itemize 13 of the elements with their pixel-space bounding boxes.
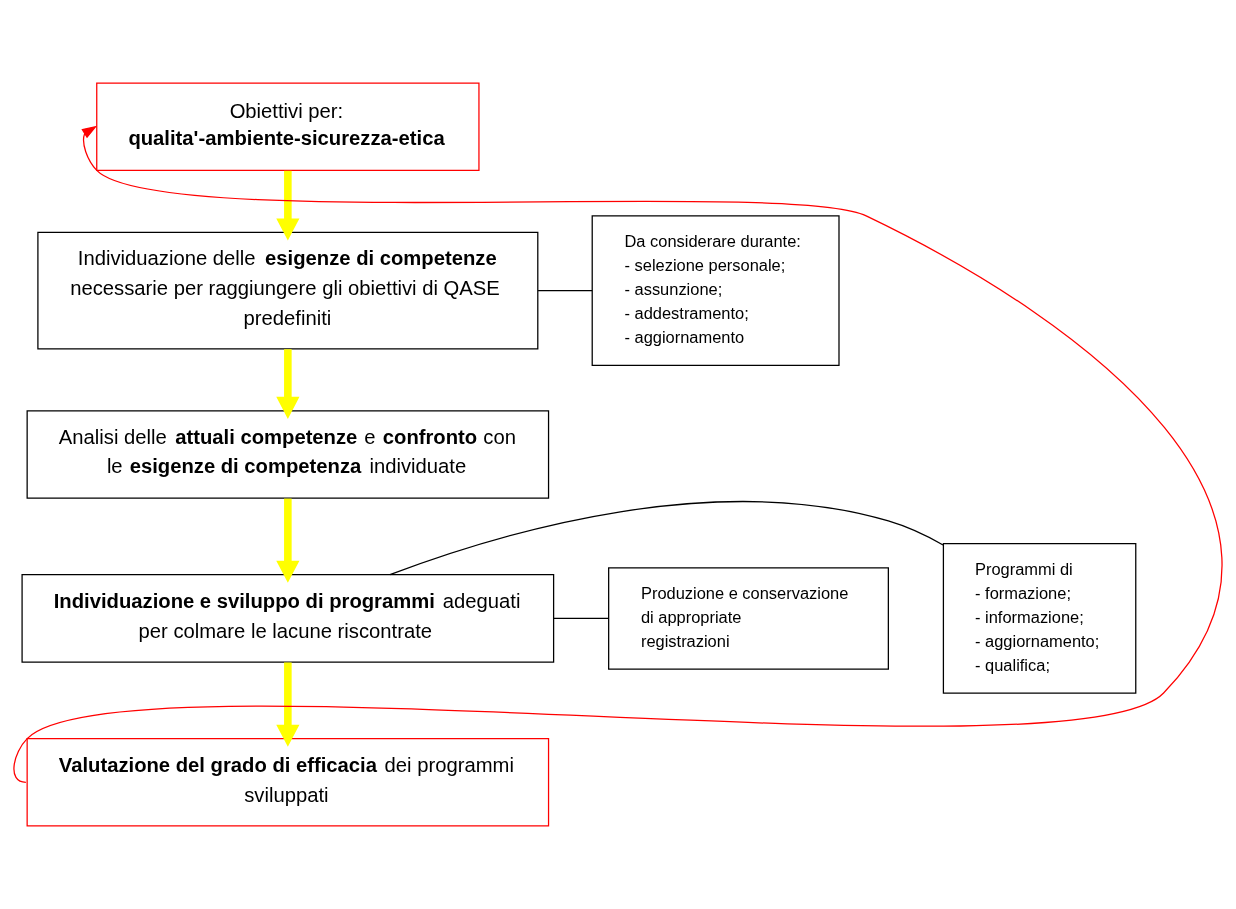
node-box: Valutazione del grado di efficacia dei programmi sviluppati [26,738,550,827]
node-box: Produzione e conservazione di appropriate registrazioni [608,567,889,670]
node-box: Programmi di - formazione; - informazione; - aggiornamento; - qualifica; [942,543,1137,694]
connector [553,617,610,620]
node-box: Individuazione e sviluppo di programmi adeguati per colmare le lacune riscontrate [21,574,555,663]
node-box: Da considerare durante: - selezione personale; - assunzione; - addestramento; - aggiornamento [591,215,840,366]
node-box: Individuazione delle esigenze di competenze necessarie per raggiungere gli obiettivi di QASE predefiniti [37,231,539,350]
arrow [13,125,1223,783]
connector [389,501,944,576]
connector [537,289,593,292]
arrow [276,170,300,241]
node-box: Analisi delle attuali competenze e confronto con le esigenze di competenza individuate [26,410,550,499]
node-box: Obiettivi per: qualita'-ambiente-sicurezza-etica [96,82,480,171]
